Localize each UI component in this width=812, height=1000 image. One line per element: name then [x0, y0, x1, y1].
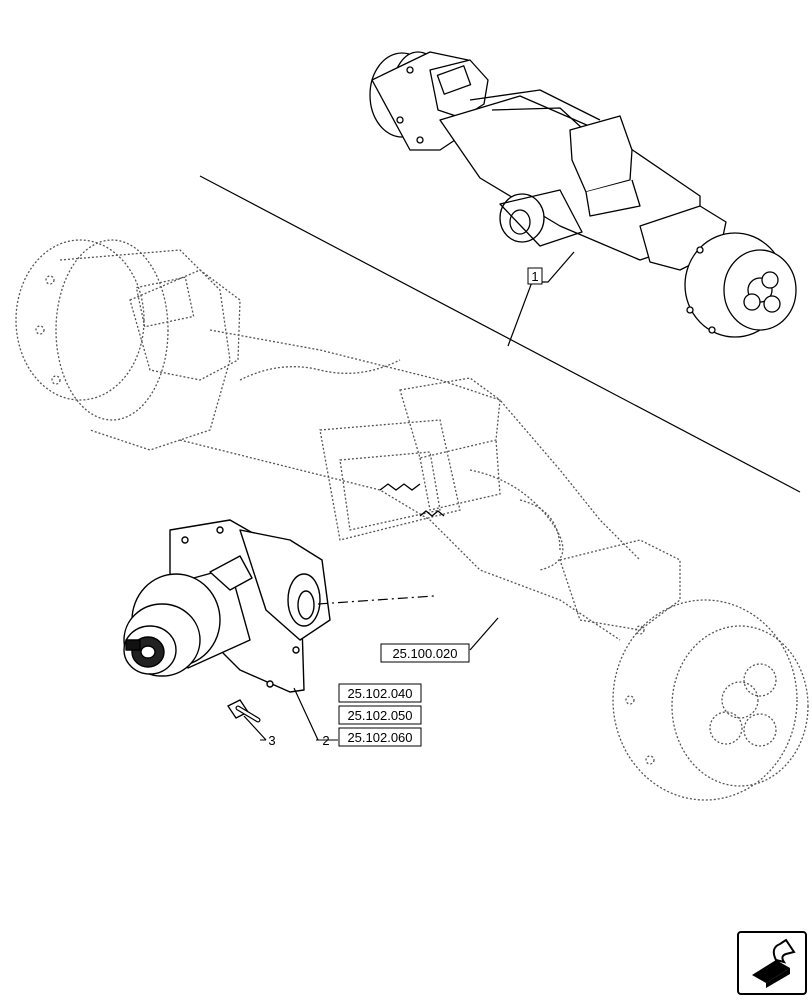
next-page-arrow-icon[interactable] — [737, 931, 807, 995]
callout-3-text: 3 — [268, 733, 275, 748]
callout-item-1: 1 — [527, 267, 543, 285]
bolt-part — [227, 699, 261, 723]
ref-box-b[interactable]: 25.102.050 — [338, 705, 422, 725]
ref-box-a[interactable]: 25.102.040 — [338, 683, 422, 703]
ref-box-c[interactable]: 25.102.060 — [338, 727, 422, 747]
ref-c-text: 25.102.060 — [347, 730, 412, 745]
final-drive-reduction-unit — [123, 519, 331, 693]
ref-b-text: 25.102.050 — [347, 708, 412, 723]
axle-assembly-exploded — [15, 239, 809, 801]
ref-a-text: 25.102.040 — [347, 686, 412, 701]
axle-assembly-overview — [369, 51, 797, 338]
callout-1-text: 1 — [531, 269, 538, 284]
ref-axle-main-text: 25.100.020 — [392, 646, 457, 661]
ref-box-axle-main[interactable]: 25.100.020 — [380, 643, 470, 663]
